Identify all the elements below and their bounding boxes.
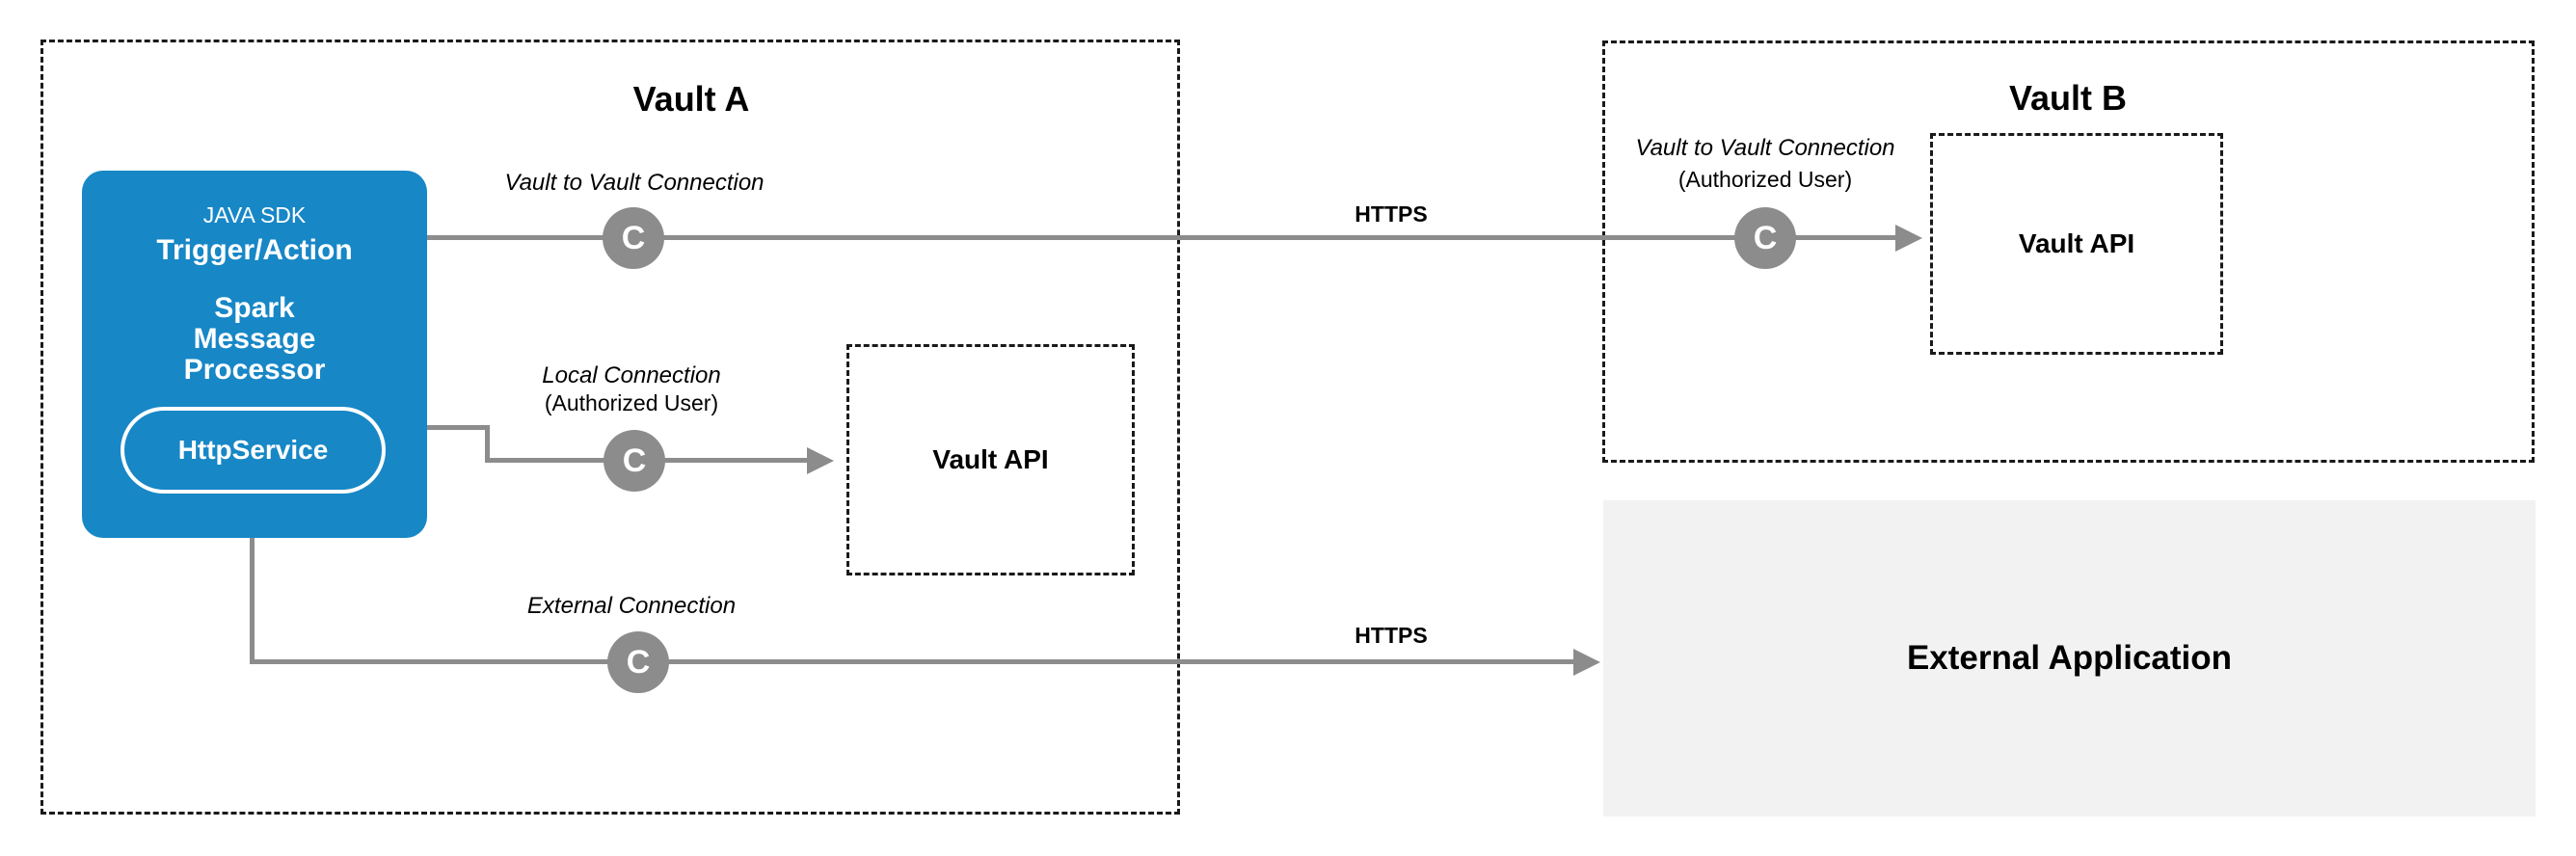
- vault-b-title: Vault B: [2008, 78, 2128, 118]
- vault-b-connection-sublabel: (Authorized User): [1677, 167, 1853, 192]
- external-connection-line: [250, 659, 1573, 664]
- vault-b-connection-label-group: Vault to Vault Connection (Authorized Us…: [1553, 133, 1977, 195]
- local-connection-line-elbow: [485, 425, 490, 463]
- trigger-action-label: Trigger/Action: [156, 234, 353, 266]
- vault-a-api-label: Vault API: [932, 444, 1049, 474]
- spark-message-processor-label: Spark Message Processor: [183, 292, 326, 386]
- local-connection-arrowhead-icon: [807, 447, 834, 474]
- vault-a-boundary: [40, 40, 1180, 815]
- connection-badge-local: C: [604, 430, 665, 492]
- vault-b-api-box: Vault API: [1930, 133, 2223, 355]
- local-connection-sublabel: (Authorized User): [544, 390, 719, 415]
- java-sdk-box: JAVA SDK Trigger/Action Spark Message Pr…: [82, 171, 427, 538]
- external-connection-line-vertical: [250, 536, 255, 664]
- vault-b-api-label: Vault API: [2018, 228, 2135, 258]
- vault-to-vault-arrowhead-icon: [1895, 225, 1922, 252]
- external-application-label: External Application: [1906, 639, 2233, 677]
- vault-b-boundary: [1602, 40, 2535, 463]
- connection-badge-vault-to-vault: C: [603, 207, 664, 269]
- https-label-vault-to-vault: HTTPS: [1355, 201, 1428, 227]
- https-label-external: HTTPS: [1355, 623, 1428, 648]
- http-service-pill: HttpService: [121, 407, 386, 494]
- vault-to-vault-line: [427, 235, 1895, 240]
- vault-to-vault-connection-label: Vault to Vault Connection: [504, 170, 765, 196]
- java-sdk-label: JAVA SDK: [202, 202, 307, 227]
- connection-badge-vault-b: C: [1734, 207, 1796, 269]
- external-connection-arrowhead-icon: [1573, 649, 1600, 676]
- connection-badge-external: C: [607, 631, 669, 693]
- external-connection-label: External Connection: [526, 593, 737, 619]
- local-connection-line-stub: [427, 425, 490, 430]
- local-connection-label: Local Connection: [542, 362, 721, 388]
- http-service-label: HttpService: [177, 435, 329, 465]
- vault-a-api-box: Vault API: [846, 344, 1135, 575]
- vault-a-title: Vault A: [632, 79, 750, 119]
- external-application-box: External Application: [1603, 500, 2536, 816]
- local-connection-label-group: Local Connection (Authorized User): [439, 362, 824, 416]
- vault-b-connection-label: Vault to Vault Connection: [1635, 135, 1895, 161]
